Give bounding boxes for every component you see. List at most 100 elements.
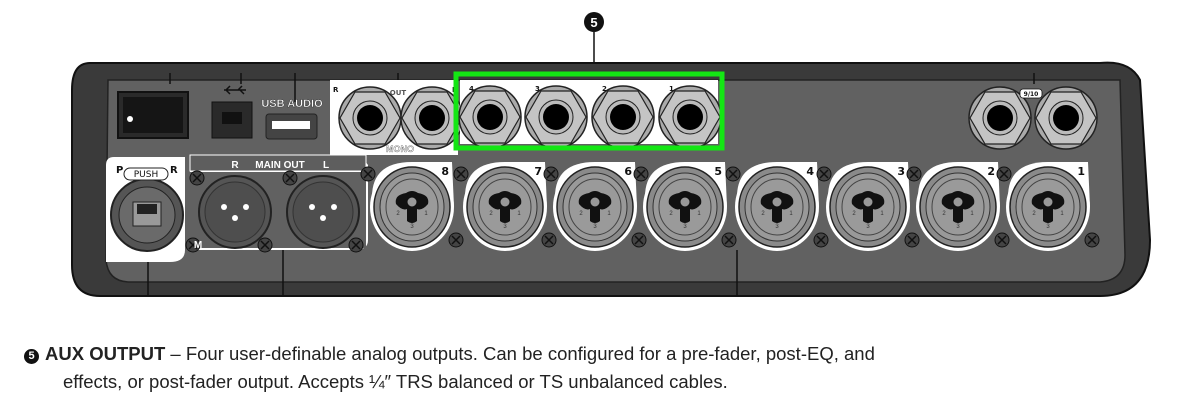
pin-label: 1 (424, 211, 428, 217)
input-9-10-jack-2 (1034, 86, 1098, 150)
pin-label: 2 (396, 211, 400, 217)
pin-label: 1 (607, 211, 611, 217)
pin-label: 3 (410, 224, 414, 230)
combo-input-5: 2 1 3 5 (643, 162, 727, 251)
description: 5 AUX OUTPUT – Four user-definable analog… (24, 340, 1184, 396)
screw-icon (721, 232, 737, 248)
main-out-r-label: R (231, 160, 239, 171)
pin-label: 2 (942, 211, 946, 217)
screw-icon (541, 232, 557, 248)
screw-icon (360, 166, 376, 182)
m-badge: M (194, 240, 202, 251)
pin-label: 1 (1060, 211, 1064, 217)
pin-label: 1 (880, 211, 884, 217)
combo-input-8: 2 1 3 8 (370, 162, 454, 251)
screw-icon (257, 237, 273, 253)
screw-icon (725, 166, 741, 182)
screw-icon (189, 170, 205, 186)
out-r-jack (338, 86, 402, 150)
pin-label: 3 (775, 224, 779, 230)
screw-icon (348, 237, 364, 253)
input-number: 7 (534, 165, 542, 178)
pin-label: 3 (866, 224, 870, 230)
out-l-jack (400, 86, 464, 150)
usb-b-port (211, 85, 253, 139)
aux-jack-3 (524, 85, 588, 149)
screw-icon (448, 232, 464, 248)
combo-input-3: 2 1 3 3 (826, 162, 910, 251)
combo-input-7: 2 1 3 7 (463, 162, 547, 251)
input-number: 3 (897, 165, 905, 178)
pin-label: 3 (956, 224, 960, 230)
screw-icon (816, 166, 832, 182)
input-number: 1 (1077, 165, 1085, 178)
screw-icon (994, 232, 1010, 248)
combo-input-2: 2 1 3 2 (916, 162, 1000, 251)
screw-icon (996, 166, 1012, 182)
screw-icon (813, 232, 829, 248)
pin-label: 3 (1046, 224, 1050, 230)
pin-label: 2 (761, 211, 765, 217)
combo-input-1: 2 1 3 1 (1006, 162, 1090, 251)
pin-label: 1 (970, 211, 974, 217)
usb-audio-port (265, 113, 318, 140)
screw-icon (543, 166, 559, 182)
input-number: 5 (714, 165, 722, 178)
description-title: AUX OUTPUT (45, 343, 166, 364)
ethercon-p-label: P (116, 165, 123, 176)
screw-icon (906, 166, 922, 182)
push-label: PUSH (134, 170, 159, 180)
input-9-10-label: 9/10 (1024, 91, 1039, 98)
pin-label: 2 (489, 211, 493, 217)
screw-icon (904, 232, 920, 248)
description-bullet: 5 (24, 349, 39, 364)
screw-icon (453, 166, 469, 182)
input-number: 6 (624, 165, 632, 178)
main-out-r-xlr (198, 175, 272, 249)
pin-label: 2 (669, 211, 673, 217)
pin-label: 3 (683, 224, 687, 230)
input-9-10-jacks (968, 86, 1098, 150)
mono-label: MONO (386, 144, 414, 154)
callout-badge (584, 12, 604, 32)
main-out-trs-jacks (338, 86, 464, 150)
pin-label: 1 (697, 211, 701, 217)
aux-jack-number: 3 (535, 85, 540, 93)
power-switch (117, 91, 189, 139)
main-out-l-xlr (286, 175, 360, 249)
aux-jack-number: 4 (469, 85, 474, 93)
aux-jack-number: 1 (669, 85, 674, 93)
aux-jack-4 (458, 85, 522, 149)
pin-label: 1 (517, 211, 521, 217)
screw-icon (185, 237, 201, 253)
input-number: 2 (987, 165, 995, 178)
leader-lines (147, 73, 1035, 296)
input-number: 4 (806, 165, 814, 178)
description-line-1: 5 AUX OUTPUT – Four user-definable analog… (24, 340, 1184, 368)
combo-input-4: 2 1 3 4 (735, 162, 819, 251)
input-number: 8 (441, 165, 449, 178)
screw-icon (631, 232, 647, 248)
description-text-1: – Four user-definable analog outputs. Ca… (165, 343, 875, 364)
pin-label: 2 (579, 211, 583, 217)
usb-audio-label: USB AUDIO (261, 98, 323, 110)
description-text-2: effects, or post-fader output. Accepts ¼… (63, 371, 728, 392)
aux-jack-1 (658, 85, 722, 149)
callout-number: 5 (590, 15, 597, 30)
screw-icon (1084, 232, 1100, 248)
ethercon-port (106, 157, 185, 262)
pin-label: 3 (503, 224, 507, 230)
main-out-xlr-jacks (185, 170, 364, 253)
usb-icon (224, 85, 246, 95)
aux-jack-2 (591, 85, 655, 149)
main-out-l-label: L (323, 160, 329, 171)
pin-label: 1 (789, 211, 793, 217)
screw-icon (633, 166, 649, 182)
pin-label: 2 (852, 211, 856, 217)
input-9-10-jack-1 (968, 86, 1032, 150)
pin-label: 2 (1032, 211, 1036, 217)
